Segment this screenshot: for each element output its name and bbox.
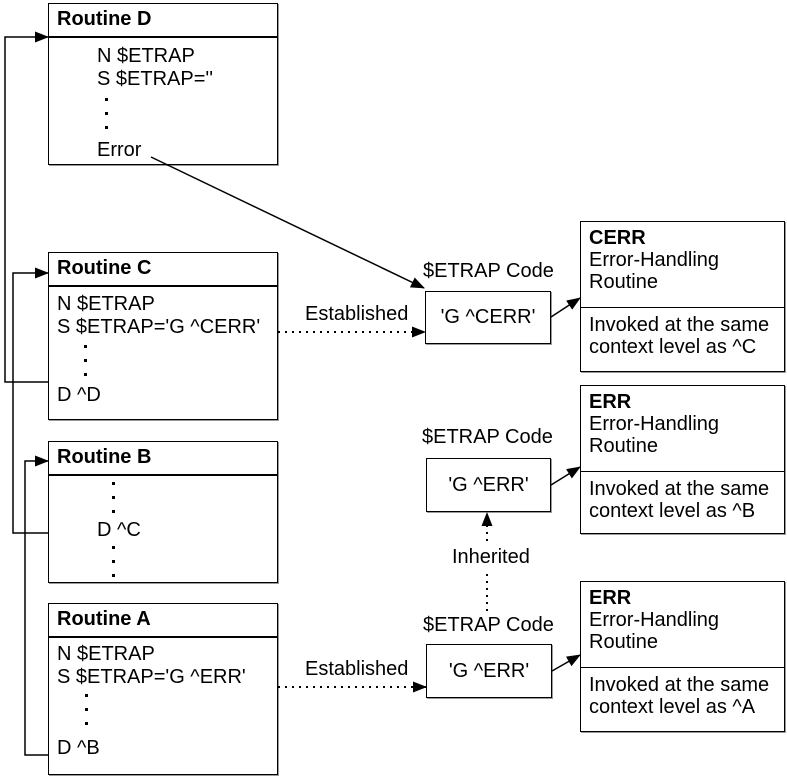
etrap-code-box-err-established: 'G ^ERR' (426, 644, 552, 698)
routine-d-title: Routine D (49, 4, 277, 38)
handler-cerr-desc-1: Invoked at the same (589, 314, 770, 336)
routine-d-line-2: S $ETRAP='' (97, 68, 214, 90)
routine-c-body: N $ETRAP S $ETRAP='G ^CERR' D ^D (49, 287, 277, 407)
routine-d-body: N $ETRAP S $ETRAP='' Error (49, 38, 277, 162)
handler-box-cerr: CERR Error-Handling Routine Invoked at t… (580, 221, 785, 372)
routine-c-title: Routine C (49, 253, 277, 287)
handler-err-b-description: Invoked at the same context level as ^B (581, 472, 784, 522)
etrap-code-label-3: $ETRAP Code (423, 614, 554, 636)
handler-cerr-desc-2: context level as ^C (589, 336, 757, 358)
call-arrow-b-to-c (12, 267, 49, 534)
invoke-arrow-err-b (550, 466, 581, 486)
ellipsis-dots (112, 482, 277, 513)
routine-a-call-line: D ^B (57, 737, 100, 759)
handler-cerr-name: CERR (589, 227, 646, 249)
routine-c-line-2: S $ETRAP='G ^CERR' (57, 316, 261, 338)
ellipsis-dots (85, 694, 277, 725)
routine-b-title: Routine B (49, 442, 277, 476)
established-label-c: Established (302, 303, 412, 326)
routine-d-line-1: N $ETRAP (97, 45, 195, 67)
etrap-code-box-cerr: 'G ^CERR' (425, 291, 551, 344)
handler-err-a-desc-2: context level as ^A (589, 696, 756, 718)
ellipsis-dots (105, 98, 277, 129)
routine-d-error-line: Error (97, 139, 142, 161)
handler-cerr-role-2: Routine (589, 271, 658, 293)
ellipsis-dots (112, 546, 277, 577)
call-arrow-a-to-b (24, 455, 49, 756)
handler-err-b-role-1: Error-Handling (589, 413, 720, 435)
routine-b-call-line: D ^C (97, 519, 141, 541)
routine-a-line-2: S $ETRAP='G ^ERR' (57, 666, 246, 688)
routine-a-body: N $ETRAP S $ETRAP='G ^ERR' D ^B (49, 638, 277, 760)
routine-a-title: Routine A (49, 604, 277, 638)
routine-a-box: Routine A N $ETRAP S $ETRAP='G ^ERR' D ^… (48, 603, 278, 775)
ellipsis-dots (84, 345, 277, 376)
handler-cerr-role-1: Error-Handling (589, 249, 720, 271)
handler-err-a-desc-1: Invoked at the same (589, 674, 770, 696)
handler-err-a-header: ERR Error-Handling Routine (581, 582, 784, 668)
inherited-label: Inherited (449, 546, 533, 569)
invoke-arrow-cerr (550, 297, 581, 318)
handler-err-b-desc-1: Invoked at the same (589, 478, 770, 500)
routine-c-line-1: N $ETRAP (57, 293, 155, 315)
invoke-arrow-err-a (551, 654, 581, 672)
handler-box-err-a: ERR Error-Handling Routine Invoked at th… (580, 581, 785, 732)
handler-err-a-role-2: Routine (589, 631, 658, 653)
etrap-code-label-1: $ETRAP Code (423, 260, 554, 282)
handler-cerr-description: Invoked at the same context level as ^C (581, 308, 784, 358)
established-label-a: Established (302, 658, 412, 681)
handler-err-b-header: ERR Error-Handling Routine (581, 386, 784, 472)
handler-cerr-header: CERR Error-Handling Routine (581, 222, 784, 308)
etrap-code-box-err-inherited: 'G ^ERR' (426, 458, 551, 512)
handler-err-a-role-1: Error-Handling (589, 609, 720, 631)
routine-b-body: D ^C (49, 476, 277, 577)
handler-err-a-description: Invoked at the same context level as ^A (581, 668, 784, 718)
handler-err-b-role-2: Routine (589, 435, 658, 457)
routine-b-box: Routine B D ^C (48, 441, 278, 583)
routine-d-box: Routine D N $ETRAP S $ETRAP='' Error (48, 3, 278, 165)
handler-err-a-name: ERR (589, 587, 632, 609)
etrap-code-label-2: $ETRAP Code (422, 426, 553, 448)
handler-err-b-name: ERR (589, 391, 632, 413)
routine-c-call-line: D ^D (57, 384, 101, 406)
call-arrow-c-to-d (4, 31, 49, 383)
handler-box-err-b: ERR Error-Handling Routine Invoked at th… (580, 385, 785, 534)
routine-c-box: Routine C N $ETRAP S $ETRAP='G ^CERR' D … (48, 252, 278, 420)
handler-err-b-desc-2: context level as ^B (589, 500, 756, 522)
routine-a-line-1: N $ETRAP (57, 643, 155, 665)
